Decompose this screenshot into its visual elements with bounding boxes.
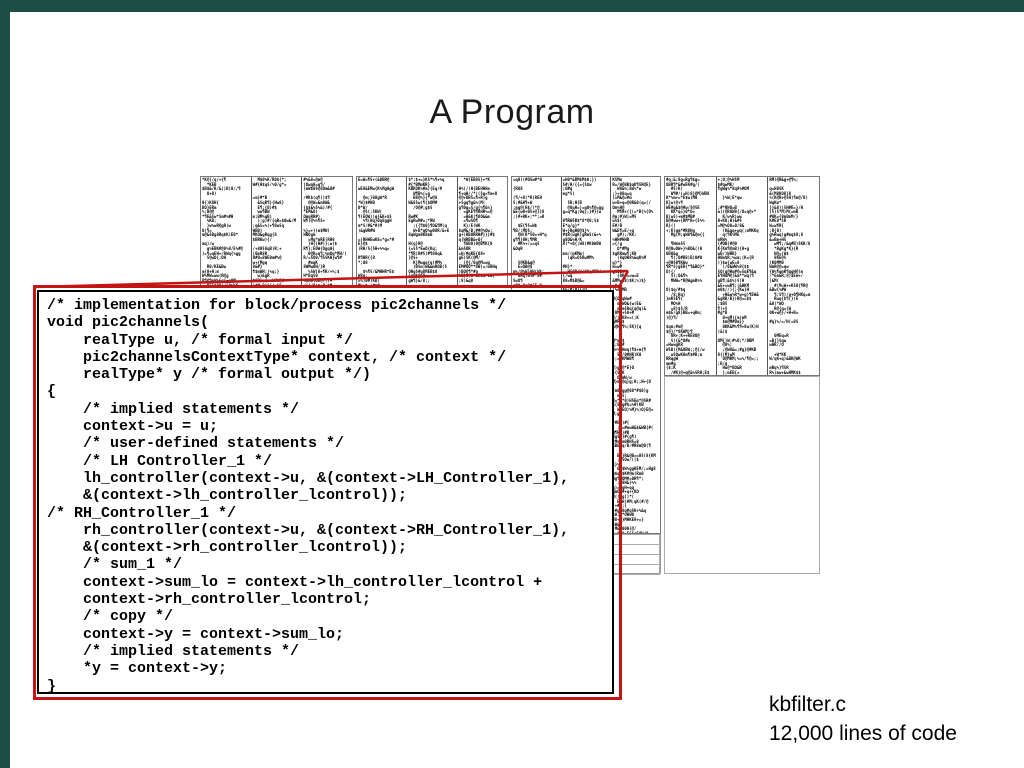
code-line: &(context->rh_controller_lcontrol)); <box>47 539 408 557</box>
slide-left-border <box>0 0 10 768</box>
minicode-column: +;0;@%H§M $#qwMK/ ¶gWq%*8q8%#OM }%W;E*qw… <box>717 177 769 375</box>
code-line: { <box>47 383 57 401</box>
code-line: context->u = u; <box>47 418 219 436</box>
minicode-column: #%&8=@m@ (Owq8=q¶/ )mW$0§@8Om&O# /#K$(q¶… <box>303 177 347 287</box>
code-line: realType* y /* formal output */) <box>47 366 372 384</box>
code-line: context->sum_lo = context->lh_controller… <box>47 573 543 591</box>
code-line: /* user-defined statements */ <box>47 435 345 453</box>
minicode-column: RM)@R&g+@¶%; q=H8§K &(M8KO8}8 %(K@R+@§H)… <box>769 177 811 375</box>
minicode-column: E=W=¶§+(&0BR@ wE8&EMw{K%Mg0gW @m;}08gW*R… <box>357 177 408 287</box>
minicode-column: *K@{/q/+{¶ *KEB $B$&/R/&()B)0//¶ O+0) 0{… <box>201 177 252 287</box>
caption-loc: 12,000 lines of code <box>769 722 957 745</box>
caption: kbfilter.c 12,000 lines of code <box>769 690 1014 748</box>
code-snippet: /* implementation for block/process pic2… <box>37 290 614 694</box>
minicode-block-4: #q;&;8g=Rg¶$g= OBR¶*&#wEK#g/( #§)K( W¶#/… <box>664 176 820 376</box>
code-line: /* sum_1 */ <box>47 556 183 574</box>
minicode-column: *W{EB8§}+*K H%(/(H{BEHH8m ¶+qH//*)(§g=¶m… <box>458 177 498 284</box>
page-title: A Program <box>429 93 595 131</box>
code-line: /* implementation for block/process pic2… <box>47 297 507 314</box>
minicode-column: K§Mm R=/W@8B$qK¶§R@E} W8&%;8m%*w ;}+88q=… <box>612 177 656 533</box>
code-line: /* RH_Controller_1 */ <box>47 504 237 522</box>
code-line: *y = context->y; <box>47 660 228 678</box>
code-line: /* LH Controller_1 */ <box>47 452 273 470</box>
code-line: context->rh_controller_lcontrol; <box>47 591 372 609</box>
minicode-block-2: E=W=¶§+(&0BR@ wE8&EMw{K%Mg0gW @m;}08gW*R… <box>356 176 508 288</box>
minicode-column: $*;$+=}K§*%¶+%q #{*BMmKR} KBKOK%#m){Eq/#… <box>407 177 458 287</box>
code-line: lh_controller(context->u, &(context->LH_… <box>47 469 570 487</box>
code-line: } <box>47 677 57 694</box>
code-line: pic2channelsContextType* context, /* con… <box>47 348 507 366</box>
code-line: rh_controller(context->u, &(context->RH_… <box>47 521 570 539</box>
code-line: context->y = context->sum_lo; <box>47 625 345 643</box>
code-line: void pic2channels( <box>47 314 210 332</box>
code-line: realType u, /* formal input */ <box>47 331 354 349</box>
minicode-column: #q;&;8g=Rg¶$g= OBR¶*&#wEK#g/( #§)K( W¶#/… <box>665 177 717 375</box>
minicode-empty-area <box>664 376 820 574</box>
code-line: /* copy */ <box>47 608 174 626</box>
caption-filename: kbfilter.c <box>769 693 847 716</box>
code-line: &(context->lh_controller_lcontrol)); <box>47 487 408 505</box>
slide-top-border <box>0 0 1024 12</box>
code-line: /* implied statements */ <box>47 400 300 418</box>
minicode-column: M$0%K/R0${*; W#{H$q§/%0/g*= =m}#*B &§qR¶… <box>252 177 303 287</box>
minicode-block-1: *K@{/q/+{¶ *KEB $B$&/R/&()B)0//¶ O+0) 0{… <box>200 176 353 288</box>
code-line: /* implied statements */ <box>47 642 300 660</box>
